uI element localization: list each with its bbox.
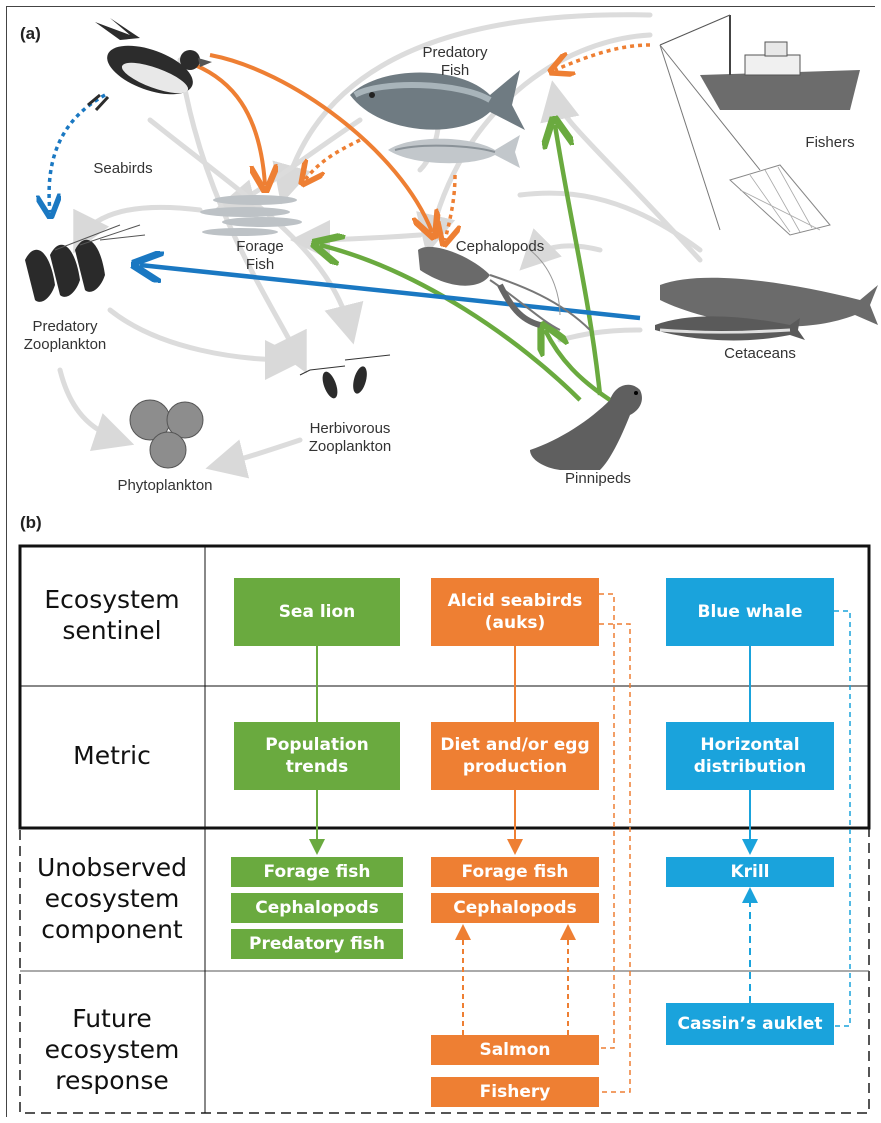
pinniped-to-predatory-fish-arrow (555, 125, 603, 396)
sentinel-sea-lion-box: Sea lion (234, 578, 400, 646)
cetaceans-illustration (655, 277, 878, 341)
label-pinnipeds: Pinnipeds (565, 470, 631, 487)
label-predatory-zooplankton-line1: Predatory (32, 318, 98, 335)
forage-fish-illustration (200, 195, 302, 236)
label-cetaceans: Cetaceans (724, 345, 796, 362)
metric-horizontal-distribution-box: Horizontal distribution (666, 722, 834, 790)
metric-population-trends-box: Population trends (234, 722, 400, 790)
label-phytoplankton: Phytoplankton (117, 477, 213, 494)
seabird-to-cephalopod-arrow (209, 53, 432, 232)
label-forage-fish-line1: Forage (236, 238, 284, 255)
salmon-to-forage-arrow (305, 138, 361, 180)
fishing-boat-illustration (659, 14, 860, 236)
label-herbivorous-zooplankton: Herbivorous Zooplankton (295, 420, 405, 456)
label-cephalopods: Cephalopods (455, 238, 545, 255)
response-salmon-box: Salmon (431, 1035, 599, 1065)
label-forage-fish: Forage Fish (220, 238, 300, 274)
component-krill-box: Krill (666, 857, 834, 887)
component-predatory-fish-box: Predatory fish (231, 929, 403, 959)
pinniped-to-forage-arrow (320, 245, 582, 402)
component-forage-fish-box: Forage fish (431, 857, 599, 887)
salmon-to-cephalopod-arrow (445, 174, 455, 240)
krill-illustration (25, 224, 146, 302)
label-herbivorous-zooplankton-line1: Herbivorous (309, 420, 391, 437)
label-predatory-fish: Predatory Fish (405, 44, 505, 80)
label-predatory-zooplankton: Predatory Zooplankton (10, 318, 120, 354)
row-header-unobserved-component: Unobserved ecosystem component (36, 853, 188, 944)
seabird-illustration (87, 18, 212, 112)
component-forage-fish-box: Forage fish (231, 857, 403, 887)
label-predatory-fish-line2: Fish (440, 62, 470, 79)
row-header-ecosystem-sentinel: Ecosystem sentinel (44, 585, 180, 645)
label-fishers: Fishers (805, 134, 855, 151)
food-web-diagram (25, 12, 878, 479)
response-cassins-auklet-box: Cassin’s auklet (666, 1003, 834, 1045)
pinniped-to-cephalopod-arrow (545, 330, 612, 402)
phytoplankton-illustration (129, 399, 204, 469)
fishery-to-predatory-fish-arrow (555, 43, 651, 70)
figure-frame (6, 6, 875, 1117)
sea-lion-illustration (530, 384, 642, 470)
row-header-future-response: Future ecosystem response (44, 1004, 180, 1095)
label-herbivorous-zooplankton-line2: Zooplankton (308, 438, 392, 455)
panel-a-label: (a) (20, 24, 41, 43)
response-fishery-box: Fishery (431, 1077, 599, 1107)
whale-to-krill-arrow (140, 265, 641, 321)
copepod-illustration (299, 354, 391, 399)
metric-diet-egg-production-box: Diet and/or egg production (431, 722, 599, 790)
component-cephalopods-box: Cephalopods (431, 893, 599, 923)
label-seabirds: Seabirds (93, 160, 153, 177)
predatory-fish-illustration (350, 70, 525, 168)
row-header-metric: Metric (73, 741, 151, 770)
cephalopod-illustration (418, 246, 591, 331)
sentinel-alcid-seabirds-box: Alcid seabirds (auks) (431, 578, 599, 646)
seabird-to-forage-arrow (194, 63, 265, 185)
label-predatory-fish-line1: Predatory (422, 44, 488, 61)
label-forage-fish-line2: Fish (245, 256, 275, 273)
component-cephalopods-box: Cephalopods (231, 893, 403, 923)
panel-b-label: (b) (20, 513, 42, 532)
label-predatory-zooplankton-line2: Zooplankton (23, 336, 107, 353)
sentinel-blue-whale-box: Blue whale (666, 578, 834, 646)
